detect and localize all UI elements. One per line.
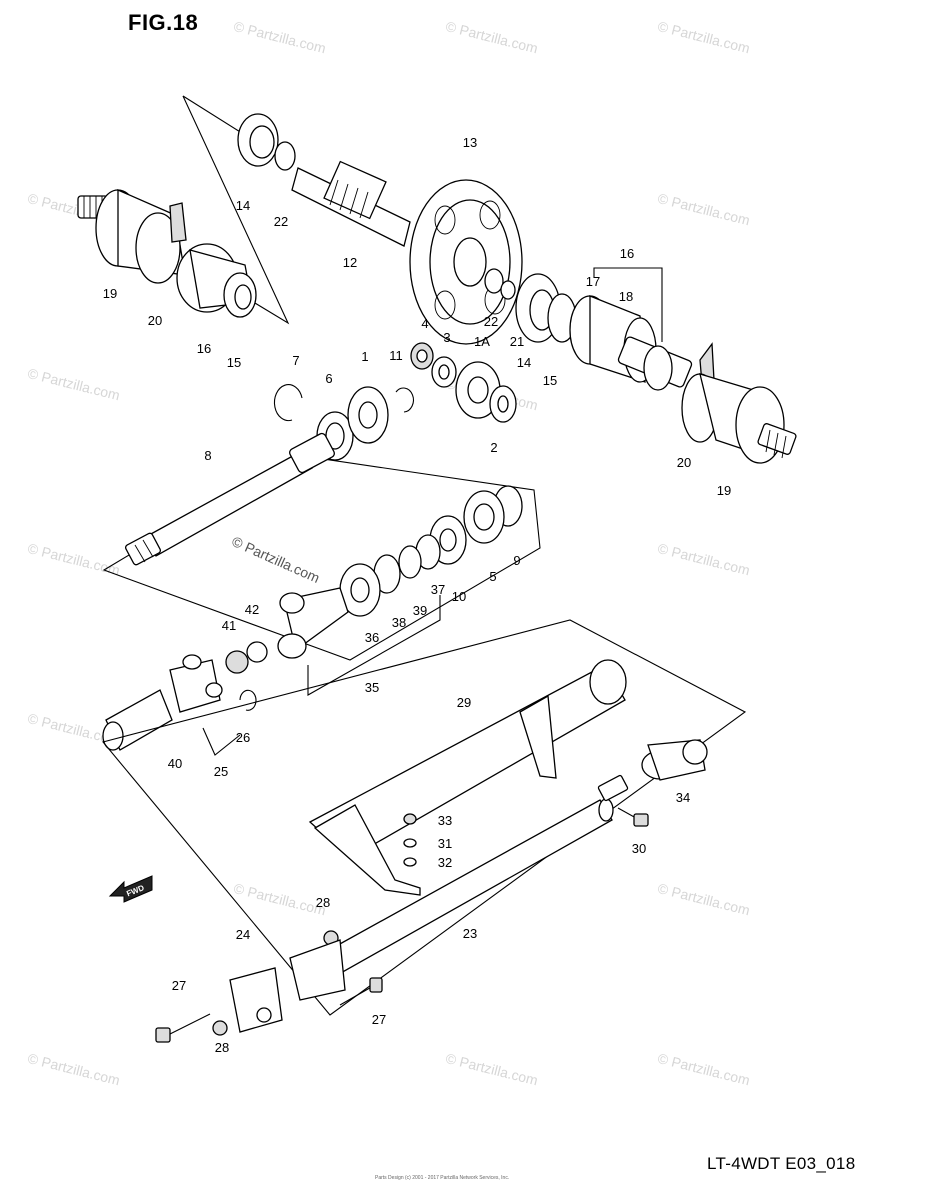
callout-label: 39: [413, 603, 427, 618]
callout-label: 37: [431, 582, 445, 597]
callout-label: 41: [222, 618, 236, 633]
callout-label: 42: [245, 602, 259, 617]
callout-label: 22: [484, 314, 498, 329]
left-cv-joint-assembly: [77, 189, 257, 318]
callout-label: 22: [274, 214, 288, 229]
right-cv-joint-assembly: [515, 273, 797, 464]
callout-label: 20: [677, 455, 691, 470]
callout-label: 19: [103, 286, 117, 301]
callout-label: 5: [489, 569, 496, 584]
copyright-text: Parts Design (c) 2001 - 2017 Partzilla N…: [375, 1175, 510, 1181]
callout-label: 6: [325, 371, 332, 386]
callout-label: 34: [676, 790, 690, 805]
lower-group-frame: [102, 619, 747, 1016]
callout-label: 14: [236, 198, 250, 213]
nut-and-washer: [410, 342, 457, 388]
figure-title: FIG.18: [128, 10, 199, 35]
drive-shaft-8: [102, 432, 541, 661]
callout-label: 9: [513, 553, 520, 568]
callout-label: 18: [619, 289, 633, 304]
bolt-30: [617, 807, 649, 827]
callout-label: 3: [443, 330, 450, 345]
callout-label: 17: [586, 274, 600, 289]
callout-label: 2: [490, 440, 497, 455]
callout-label: 28: [215, 1040, 229, 1055]
pin-21: [500, 280, 516, 300]
callout-label: 33: [438, 813, 452, 828]
callout-label: 14: [517, 355, 531, 370]
callout-label: 19: [717, 483, 731, 498]
callout-label: 32: [438, 855, 452, 870]
fwd-arrow-icon: FWD: [108, 874, 156, 909]
callout-label: 4: [421, 316, 428, 331]
flange-assembly-24: [155, 930, 383, 1043]
boot-34: [641, 739, 708, 781]
pinion-shaft: [291, 160, 411, 247]
callout-label: 27: [172, 978, 186, 993]
callout-label: 35: [365, 680, 379, 695]
propeller-shaft-23: [319, 774, 629, 979]
callout-label: 30: [632, 841, 646, 856]
callout-label: 1: [361, 349, 368, 364]
left-axle-group-frame: [182, 95, 290, 325]
callout-label: 36: [365, 630, 379, 645]
callout-label: 31: [438, 836, 452, 851]
bearing-top: [237, 113, 296, 171]
callout-label: 8: [204, 448, 211, 463]
bracket-16-right: [593, 267, 663, 342]
ring-gear: [409, 179, 523, 345]
callout-label: 26: [236, 730, 250, 745]
callout-label: 38: [392, 615, 406, 630]
seal-stack: [339, 485, 523, 617]
callout-label: 20: [148, 313, 162, 328]
callout-label: 28: [316, 895, 330, 910]
callout-label: 7: [292, 353, 299, 368]
callout-label: 21: [510, 334, 524, 349]
callout-label: 27: [372, 1012, 386, 1027]
callout-label: 13: [463, 135, 477, 150]
diagram-code: LT-4WDT E03_018: [707, 1154, 856, 1173]
callout-label: 23: [463, 926, 477, 941]
nut-washers-33-31-32: [403, 813, 417, 867]
callout-label: 10: [452, 589, 466, 604]
callout-label: 1A: [474, 334, 490, 349]
ring-22-right: [484, 268, 504, 294]
cover-29: [308, 659, 627, 896]
side-gear-1a: [455, 361, 517, 423]
callout-label: 15: [543, 373, 557, 388]
callout-label: 16: [620, 246, 634, 261]
callout-label: 16: [197, 341, 211, 356]
callout-label: 24: [236, 927, 250, 942]
callout-label: 11: [389, 348, 403, 363]
callout-label: 40: [168, 756, 182, 771]
callout-label: 15: [227, 355, 241, 370]
callout-label: 25: [214, 764, 228, 779]
universal-joint-40: [102, 641, 268, 756]
callout-label: 12: [343, 255, 357, 270]
yoke-35: [277, 587, 441, 696]
callout-label: 29: [457, 695, 471, 710]
